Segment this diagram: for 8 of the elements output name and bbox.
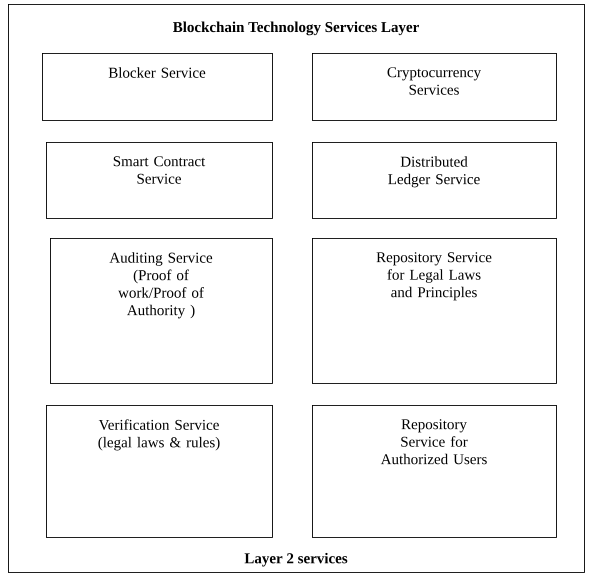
service-box: Blocker Service	[42, 53, 273, 121]
service-box: Repository Service for Legal Laws and Principles	[312, 238, 557, 384]
service-box: Cryptocurrency Services	[312, 53, 557, 121]
service-box: Auditing Service (Proof of work/Proof of Authority )	[50, 238, 273, 384]
service-box: Repository Service for Authorized Users	[312, 405, 557, 538]
service-box: Smart Contract Service	[46, 142, 273, 219]
service-box: Distributed Ledger Service	[312, 142, 557, 219]
service-box: Verification Service (legal laws & rules)	[46, 405, 273, 538]
